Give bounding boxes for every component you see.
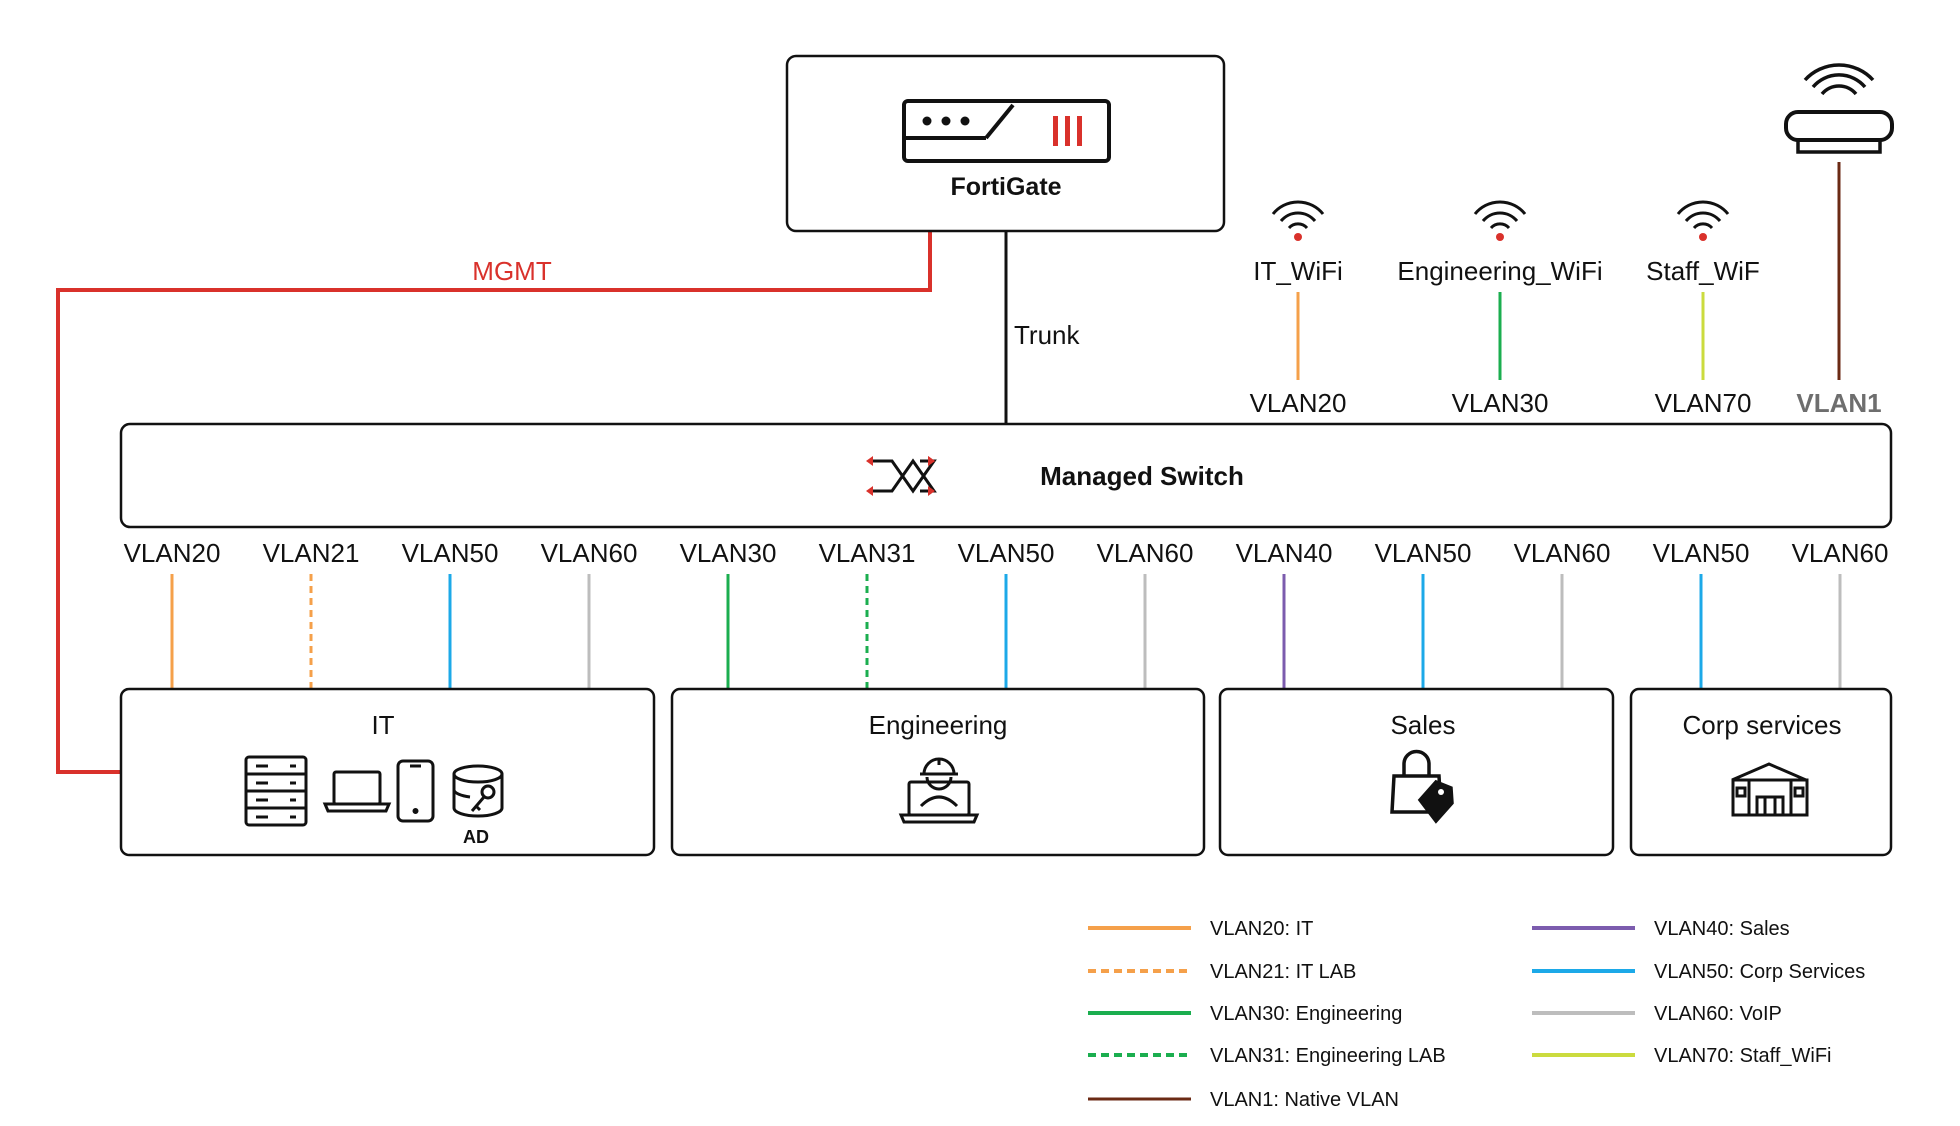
port-vlan-label: VLAN60 [541, 538, 638, 568]
managed-switch-label: Managed Switch [1040, 461, 1244, 491]
switch-port-3: VLAN60 [541, 538, 638, 689]
switch-port-6: VLAN50 [958, 538, 1055, 689]
dept-label-corp-services: Corp services [1683, 710, 1842, 740]
legend-item-0: VLAN20: IT [1088, 918, 1313, 940]
port-vlan-label: VLAN50 [1375, 538, 1472, 568]
shopping-bag-tag-icon [1390, 749, 1454, 824]
legend-label: VLAN40: Sales [1654, 918, 1790, 940]
legend-item-2: VLAN30: Engineering [1088, 1003, 1402, 1025]
access-point-icon [1784, 63, 1894, 154]
wifi-signal-icon [1473, 200, 1527, 241]
legend-label: VLAN30: Engineering [1210, 1003, 1402, 1025]
wifi-ssid-name: IT_WiFi [1253, 256, 1343, 286]
dept-box-engineering[interactable] [670, 687, 1206, 857]
switch-port-12: VLAN60 [1792, 538, 1889, 689]
wifi-ssid-name: Engineering_WiFi [1397, 256, 1602, 286]
dept-label-engineering: Engineering [869, 710, 1008, 740]
port-vlan-label: VLAN50 [958, 538, 1055, 568]
fortigate-box[interactable] [785, 54, 1226, 233]
port-vlan-label: VLAN60 [1792, 538, 1889, 568]
legend: VLAN20: IT VLAN21: IT LAB VLAN30: Engineer… [1088, 918, 1865, 1111]
wifi-vlan-label: VLAN30 [1452, 388, 1549, 418]
legend-item-4: VLAN1: Native VLAN [1088, 1089, 1399, 1111]
wifi-signal-icon [1676, 200, 1730, 241]
wifi-ssid-name: Staff_WiF [1646, 256, 1760, 286]
switch-port-7: VLAN60 [1097, 538, 1194, 689]
wifi-ssid-2: Staff_WiF VLAN70 [1646, 200, 1760, 418]
dept-box-sales[interactable] [1218, 687, 1615, 857]
ad-database-key-icon [452, 764, 504, 818]
dept-box-corp-services[interactable] [1629, 687, 1893, 857]
port-vlan-label: VLAN20 [124, 538, 221, 568]
legend-label: VLAN50: Corp Services [1654, 961, 1865, 983]
firewall-icon [902, 99, 1111, 163]
switch-port-2: VLAN50 [402, 538, 499, 689]
fortigate-label: FortiGate [950, 173, 1061, 201]
switch-port-4: VLAN30 [680, 538, 777, 689]
wifi-vlan-label: VLAN70 [1655, 388, 1752, 418]
switch-port-1: VLAN21 [263, 538, 360, 689]
legend-label: VLAN60: VoIP [1654, 1003, 1782, 1025]
legend-item-7: VLAN60: VoIP [1532, 1003, 1782, 1025]
legend-label: VLAN31: Engineering LAB [1210, 1045, 1446, 1067]
switch-port-11: VLAN50 [1653, 538, 1750, 689]
switch-port-0: VLAN20 [124, 538, 221, 689]
switch-port-5: VLAN31 [819, 538, 916, 689]
switch-icon [866, 456, 937, 496]
dept-label-it: IT [371, 710, 394, 740]
legend-item-8: VLAN70: Staff_WiFi [1532, 1045, 1831, 1067]
managed-switch-box[interactable] [119, 422, 1893, 529]
port-vlan-label: VLAN60 [1514, 538, 1611, 568]
office-building-icon [1731, 762, 1809, 817]
legend-item-3: VLAN31: Engineering LAB [1088, 1045, 1446, 1067]
legend-label: VLAN70: Staff_WiFi [1654, 1045, 1831, 1067]
laptop-icon [322, 770, 392, 813]
trunk-label: Trunk [1014, 320, 1080, 350]
switch-port-10: VLAN60 [1514, 538, 1611, 689]
legend-item-6: VLAN50: Corp Services [1532, 961, 1865, 983]
port-vlan-label: VLAN50 [402, 538, 499, 568]
switch-port-8: VLAN40 [1236, 538, 1333, 689]
legend-label: VLAN20: IT [1210, 918, 1313, 940]
port-vlan-label: VLAN50 [1653, 538, 1750, 568]
port-vlan-label: VLAN30 [680, 538, 777, 568]
port-vlan-label: VLAN60 [1097, 538, 1194, 568]
wifi-vlan-label: VLAN20 [1250, 388, 1347, 418]
legend-item-1: VLAN21: IT LAB [1088, 961, 1356, 983]
port-vlan-label: VLAN21 [263, 538, 360, 568]
server-rack-icon [244, 755, 308, 827]
switch-port-9: VLAN50 [1375, 538, 1472, 689]
dept-label-sales: Sales [1390, 710, 1455, 740]
wifi-signal-icon [1271, 200, 1325, 241]
engineer-laptop-icon [898, 757, 980, 824]
port-vlan-label: VLAN31 [819, 538, 916, 568]
legend-label: VLAN1: Native VLAN [1210, 1089, 1399, 1111]
port-vlan-label: VLAN40 [1236, 538, 1333, 568]
ad-label: AD [463, 827, 489, 847]
smartphone-icon [396, 759, 435, 823]
mgmt-label: MGMT [472, 256, 552, 286]
ap-vlan-label: VLAN1 [1796, 388, 1881, 418]
dept-box-it[interactable] [119, 687, 656, 857]
mgmt-link [56, 231, 932, 774]
legend-item-5: VLAN40: Sales [1532, 918, 1790, 940]
legend-label: VLAN21: IT LAB [1210, 961, 1356, 983]
